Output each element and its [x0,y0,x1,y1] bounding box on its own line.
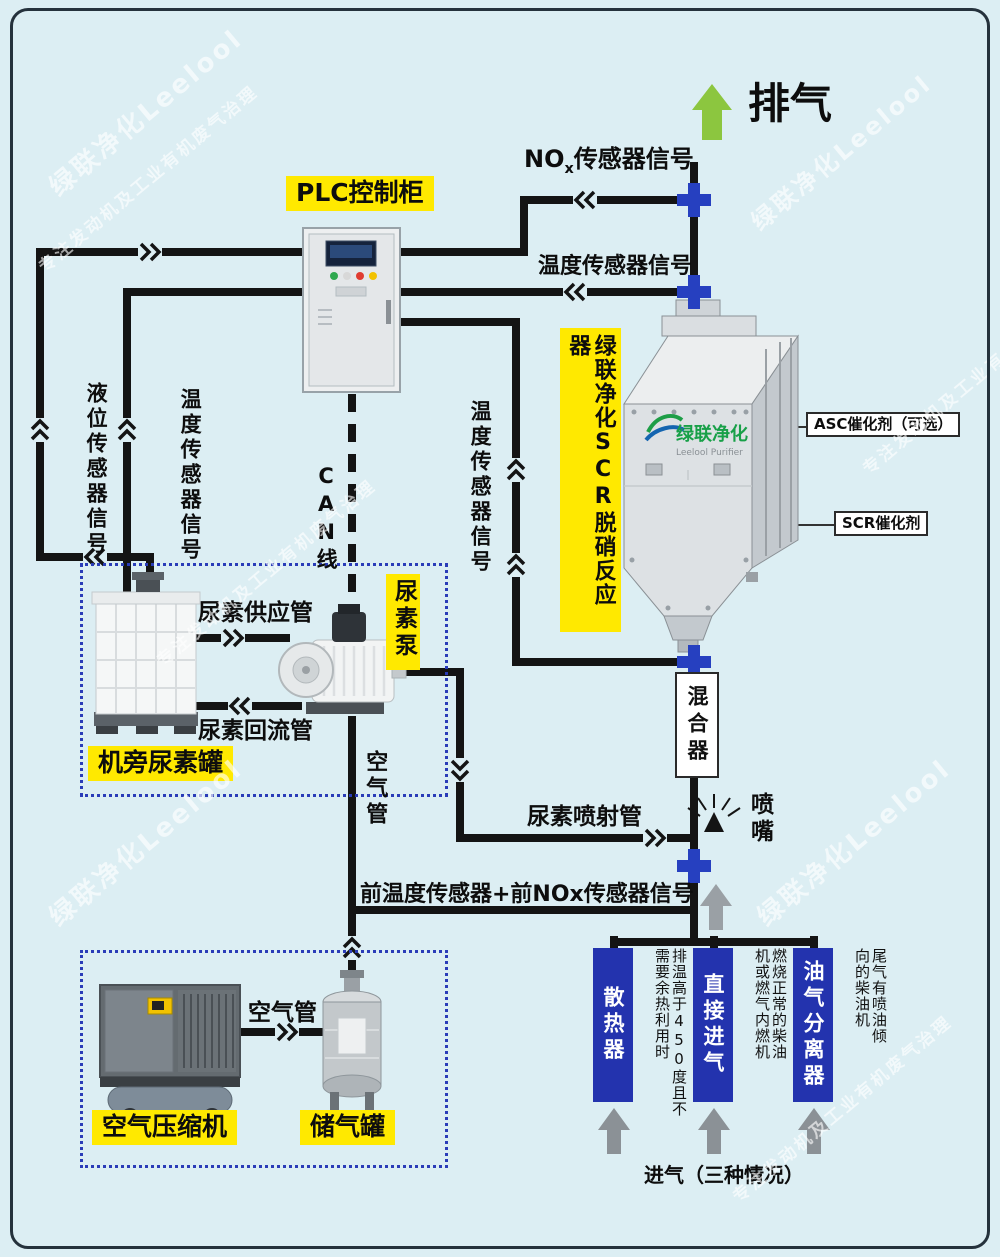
mixer-label: 混合器 [685,684,709,766]
urea-station-group-box [80,563,448,797]
nox-subscript: x [564,160,574,177]
nozzle-label: 喷嘴 [746,792,773,846]
reactor-bolts [629,409,749,611]
air-storage-tank-graphic [322,970,382,1110]
air-tank-label: 储气罐 [300,1110,396,1145]
intake-option-direct: 直接进气 [693,948,733,1102]
air-supply-group-box [80,950,448,1168]
air-compressor-label: 空气压缩机 [92,1110,238,1145]
nox-suffix: 传感器信号 [573,145,694,173]
intake-arrow-3-icon [798,1108,830,1154]
urea-return-label: 尿素回流管 [198,718,313,744]
plc-cabinet-graphic [302,227,401,393]
reactor-logo-en: Leelool Purifier [676,448,743,458]
gas-flow-arrows [598,884,830,1154]
reactor-label: 绿联净化SCR脱硝反应器 [560,328,621,632]
scr-reactor-graphic: 绿联净化 Leelool Purifier [623,299,799,653]
temp-left-signal-line [123,288,303,596]
mixer-inlet-arrow-icon [700,884,732,930]
intake-note-direct: 燃烧正常的柴油机或燃气内燃机 [753,948,788,1060]
plc-label: PLC控制柜 [286,176,434,211]
urea-injection-pipe [404,668,690,842]
flow-direction-chevrons [29,189,667,1043]
intake-arrow-2-icon [698,1108,730,1154]
intake-note-radiator: 排温高于450度且不需要余热利用时 [653,948,688,1117]
urea-pump-graphic [278,604,407,714]
air-pipe-vertical-label: 空气管 [362,750,388,828]
exhaust-label: 排气 [748,79,833,128]
intake-arrow-1-icon [598,1108,630,1154]
nox-signal-line [400,196,694,256]
level-signal-line [36,248,303,596]
urea-supply-label: 尿素供应管 [198,600,313,626]
asc-catalyst-label: ASC催化剂（可选） [806,412,961,438]
air-pipe-bottom-label: 空气管 [248,1000,317,1026]
urea-tank-label: 机旁尿素罐 [88,746,234,781]
urea-inject-label: 尿素喷射管 [527,804,642,830]
exhaust-up-arrow-icon [692,84,732,140]
can-bus-label: CAN线 [314,464,339,573]
intake-caption: 进气（三种情况） [644,1163,804,1187]
temp-mid-signal-label: 温度传感器信号 [468,400,493,575]
nozzle-icon [687,794,741,832]
intake-option-radiator: 散热器 [593,948,633,1102]
urea-pump-label: 尿素泵 [386,574,421,670]
reactor-logo-cn: 绿联净化 [676,423,748,445]
nox-signal-label: NOx传感器信号 [524,145,694,177]
temp-left-signal-label: 温度传感器信号 [178,388,203,563]
nox-prefix: NO [524,145,565,173]
urea-ibc-tank-graphic [91,572,201,734]
intake-option-separator: 油气分离器 [793,948,833,1102]
scr-catalyst-label: SCR催化剂 [834,511,929,537]
temp-mid-signal-line [400,318,694,666]
temp-top-signal-label: 温度传感器信号 [538,254,693,279]
mixer-box: 混合器 [675,672,719,778]
front-sensor-label: 前温度传感器+前NOx传感器信号 [360,882,694,907]
level-signal-label: 液位传感器信号 [84,382,109,557]
sensor-port-connectors [677,183,711,883]
reactor-logo: 绿联净化 Leelool Purifier [644,414,748,458]
intake-note-separator: 尾气有喷油倾向的柴油机 [853,948,888,1044]
